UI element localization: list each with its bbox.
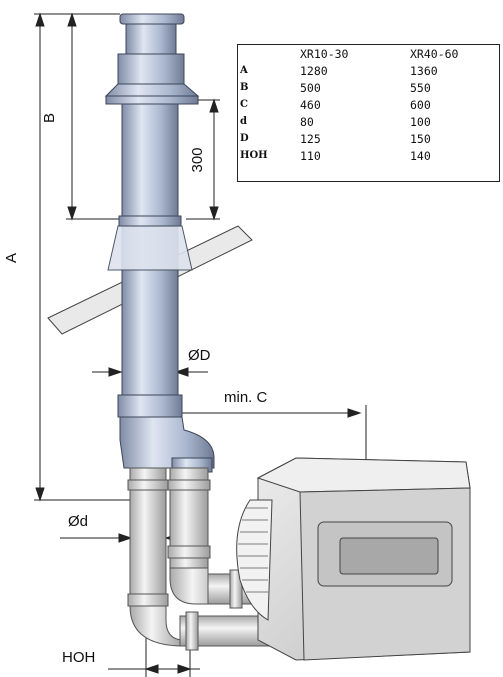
dim-label-300: 300 [189, 147, 206, 172]
spec-table-corner [238, 45, 292, 62]
dim-label-b: B [41, 113, 58, 123]
row-label: C [240, 99, 248, 110]
row-label: d [240, 116, 247, 127]
spec-table-header: XR10-30 XR40-60 [238, 45, 499, 62]
dim-label-diam-d-outer: ØD [188, 347, 211, 364]
table-row: HOH 110 140 [238, 147, 499, 164]
value-xr10-30: 110 [300, 148, 321, 163]
dim-label-min-c: min. C [224, 389, 268, 406]
row-label: B [240, 82, 249, 93]
value-xr10-30: 80 [300, 114, 314, 129]
dim-label-hoh: HOH [62, 649, 95, 666]
column-header-xr10-30: XR10-30 [300, 46, 349, 61]
dim-label-diam-d-inner: Ød [68, 513, 88, 530]
value-xr10-30: 1280 [300, 63, 328, 78]
flue-column [104, 13, 215, 473]
value-xr40-60: 600 [410, 97, 431, 112]
column-header-xr40-60: XR40-60 [410, 46, 459, 61]
value-xr40-60: 100 [410, 114, 431, 129]
row-label: D [240, 133, 249, 144]
value-xr40-60: 550 [410, 80, 431, 95]
value-xr10-30: 460 [300, 97, 321, 112]
boiler-unit [236, 457, 471, 661]
value-xr10-30: 125 [300, 131, 321, 146]
table-row: C 460 600 [238, 96, 499, 113]
value-xr40-60: 1360 [410, 63, 438, 78]
value-xr40-60: 140 [410, 148, 431, 163]
table-row: D 125 150 [238, 130, 499, 147]
row-label: HOH [240, 150, 268, 161]
value-xr40-60: 150 [410, 131, 431, 146]
dimension-lines [34, 12, 372, 677]
dim-label-a: A [3, 253, 20, 263]
spec-table: XR10-30 XR40-60 A 1280 1360 B 500 550 C … [237, 44, 500, 182]
table-row: A 1280 1360 [238, 62, 499, 79]
value-xr10-30: 500 [300, 80, 321, 95]
table-row: d 80 100 [238, 113, 499, 130]
row-label: A [240, 65, 248, 76]
table-row: B 500 550 [238, 79, 499, 96]
